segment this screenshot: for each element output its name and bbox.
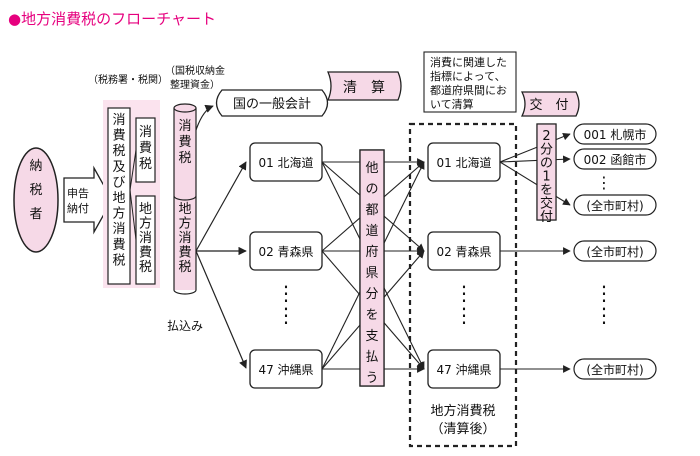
left-pref-label-aomori: 02 青森県 <box>258 244 313 259</box>
arrow-to-left-okinawa <box>195 250 247 369</box>
collected-tax-label: 消費税及び地方消費税 <box>112 113 125 268</box>
city-ellipsis-mid: ⋮ <box>594 281 614 305</box>
taxpayer-label: 納税者 <box>29 159 42 222</box>
after-settlement-frame <box>408 122 518 448</box>
tax-office-label: （税務署・税関） <box>88 73 168 86</box>
cylinder-consumption-tax-label: 消費税 <box>178 119 191 166</box>
left-ellipsis: ⋮ <box>276 281 296 305</box>
cylinder-local-tax-label: 地方消費税 <box>178 202 191 275</box>
indicator-note-line2: 指標によって、 <box>430 69 506 83</box>
city-label-all-2: (全市町村) <box>586 244 643 259</box>
right-ellipsis: ⋮ <box>454 281 474 305</box>
split-line-lower <box>129 189 137 241</box>
city-ellipsis-top: ⋮ <box>596 173 612 192</box>
collected-tax-box <box>107 107 131 285</box>
city-label-sapporo: 001 札幌市 <box>584 127 647 142</box>
half-grant-box-front <box>536 123 557 221</box>
treasury-label-line1: （国税収納金 <box>165 64 225 77</box>
treasury-label-line2: 整理資金） <box>170 78 220 91</box>
local-consumption-tax-label: 地方消費税 <box>139 202 152 275</box>
city-ellipsis-mid-2: ⋮ <box>594 303 614 327</box>
grant-arrows <box>499 132 571 373</box>
city-box-sapporo <box>573 123 657 145</box>
declare-label-line1: 申告 <box>67 187 89 200</box>
general-account-label: 国の一般会計 <box>233 96 311 112</box>
city-label-hakodate: 002 函館市 <box>584 152 647 167</box>
right-pref-label-aomori: 02 青森県 <box>436 244 491 259</box>
city-box-all-3 <box>573 358 657 380</box>
page-title: ●地方消費税のフローチャート <box>8 10 216 28</box>
after-settlement-line2: （清算後） <box>430 422 495 437</box>
other-pref-box-front <box>359 149 385 387</box>
right-pref-label-hokkaido: 01 北海道 <box>436 155 491 170</box>
indicator-note-line3: 都道府県間にお <box>430 83 507 97</box>
consumption-tax-label: 消費税 <box>139 125 152 172</box>
city-label-all-1: (全市町村) <box>586 198 643 213</box>
city-box-all-1 <box>573 194 657 216</box>
after-settlement-line1: 地方消費税 <box>430 403 495 419</box>
left-ellipsis-2: ⋮ <box>276 303 296 327</box>
settlement-scroll <box>327 71 402 101</box>
indicator-note-box <box>423 51 517 113</box>
grant-scroll <box>520 91 580 117</box>
general-account-box <box>215 89 329 117</box>
right-ellipsis-2: ⋮ <box>454 303 474 327</box>
city-label-all-3: (全市町村) <box>586 362 643 377</box>
left-pref-label-hokkaido: 01 北海道 <box>258 155 313 170</box>
settlement-label: 清 算 <box>343 80 385 96</box>
right-pref-label-okinawa: 47 沖縄県 <box>436 362 491 377</box>
indicator-note-line4: いて清算 <box>430 97 474 111</box>
treasury-cylinder <box>173 103 197 295</box>
arrow-to-general-account <box>195 104 214 131</box>
payment-label: 払込み <box>167 319 203 333</box>
left-pref-label-okinawa: 47 沖縄県 <box>258 362 313 377</box>
grant-label: 交 付 <box>529 97 568 113</box>
city-box-all-2 <box>573 240 657 262</box>
declare-label-line2: 納付 <box>67 202 89 215</box>
indicator-note-line1: 消費に関連した <box>430 55 507 69</box>
other-pref-label-front: 他の都道府県分を支払う <box>365 161 378 386</box>
split-line-upper <box>129 149 137 191</box>
arrow-to-left-hokkaido <box>195 161 247 252</box>
taxpayer-ellipse <box>13 147 59 253</box>
city-box-hakodate <box>573 148 657 170</box>
